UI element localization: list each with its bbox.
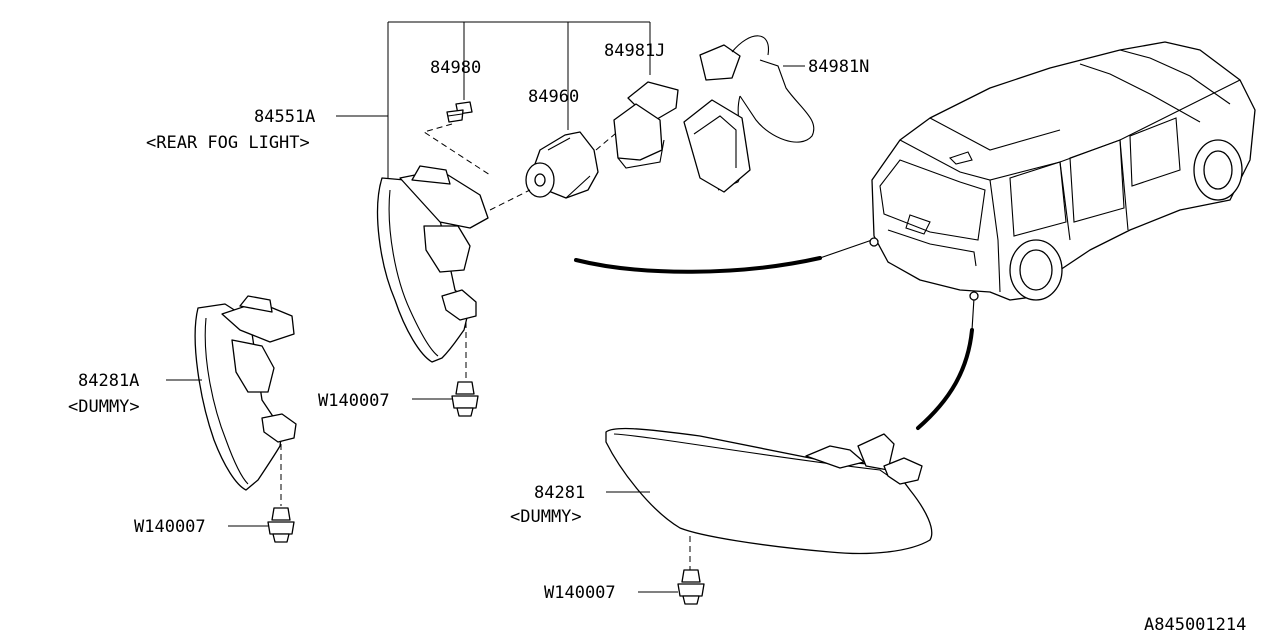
label-84281: 84281	[534, 483, 585, 503]
label-dummy-b: <DUMMY>	[510, 507, 582, 527]
rear-fog-light-84551A	[376, 165, 489, 363]
diagram-id: A845001214	[1144, 615, 1246, 635]
label-84981N: 84981N	[808, 57, 869, 77]
bulb-socket-84960	[525, 131, 599, 199]
assembly-bracket	[336, 21, 805, 178]
label-84981J: 84981J	[604, 41, 665, 61]
label-dummy-a: <DUMMY>	[68, 397, 140, 417]
vehicle-illustration	[869, 41, 1256, 301]
bolt-w140007-3	[677, 569, 705, 605]
label-bolt-2: W140007	[134, 517, 206, 537]
indicator-line-fog	[574, 256, 822, 274]
bolt-w140007-1	[451, 381, 479, 417]
label-84281A: 84281A	[78, 371, 139, 391]
harness-84981N	[683, 35, 815, 193]
dummy-84281	[605, 427, 933, 555]
label-84551A: 84551A	[254, 107, 315, 127]
connector-84981J	[613, 81, 679, 169]
bolt-w140007-2	[267, 507, 295, 543]
label-bolt-3: W140007	[544, 583, 616, 603]
label-84960: 84960	[528, 87, 579, 107]
label-rear-fog-light: <REAR FOG LIGHT>	[146, 133, 310, 153]
dummy-84281A	[194, 295, 297, 491]
screw-84980	[446, 101, 473, 123]
label-bolt-1: W140007	[318, 391, 390, 411]
indicator-line-dummy	[916, 328, 974, 430]
label-84980: 84980	[430, 58, 481, 78]
